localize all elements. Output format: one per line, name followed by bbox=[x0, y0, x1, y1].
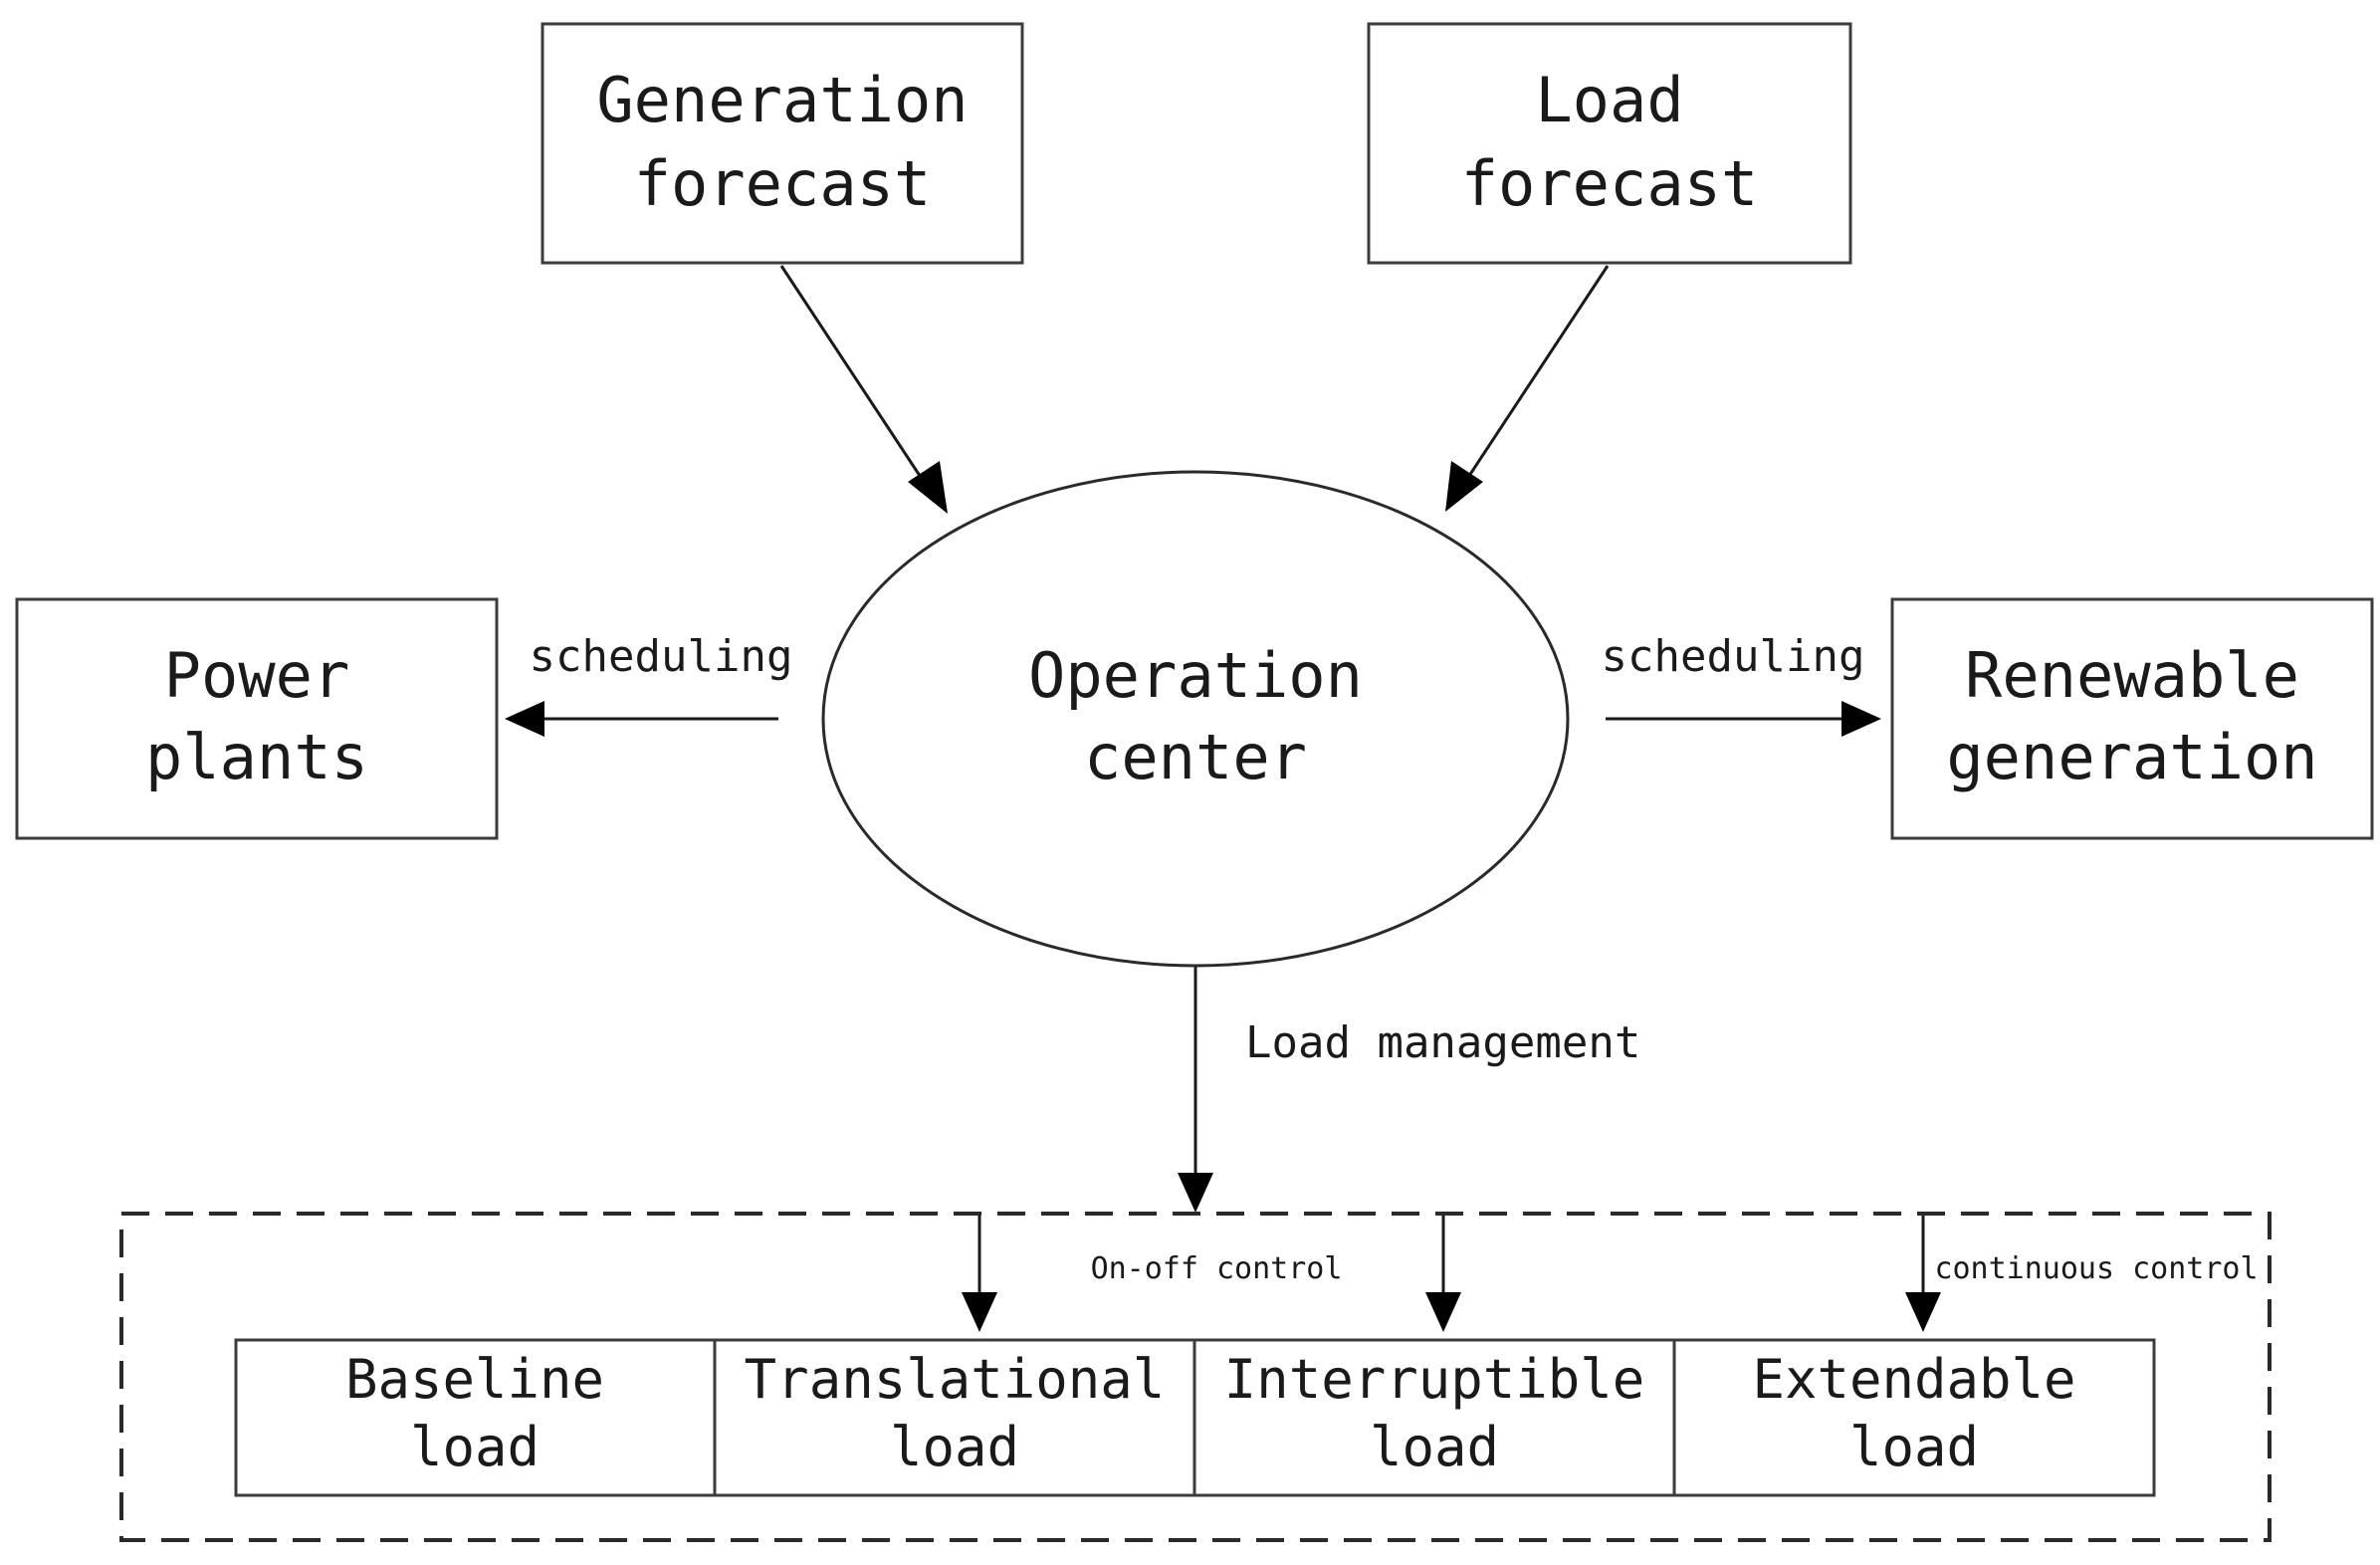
on-off-control-label: On-off control bbox=[1091, 1251, 1343, 1286]
power-plants-line2: plants bbox=[145, 721, 368, 793]
generation-forecast-line1: Generation bbox=[596, 64, 968, 136]
translational-load-node: Translational load bbox=[713, 1338, 1196, 1497]
interruptible-load-line2: load bbox=[1370, 1416, 1499, 1478]
arrow-generation-to-center bbox=[779, 265, 930, 489]
load-forecast-line2: forecast bbox=[1461, 147, 1759, 220]
translational-load-line2: load bbox=[890, 1416, 1019, 1478]
arrowhead-load-management bbox=[1178, 1173, 1213, 1213]
scheduling-right-label: scheduling bbox=[1602, 631, 1865, 682]
baseline-load-node: Baseline load bbox=[234, 1338, 717, 1497]
power-plants-node: Power plants bbox=[15, 597, 499, 840]
arrowhead-onoff-interruptible bbox=[1425, 1292, 1461, 1332]
operation-center-node: Operation center bbox=[821, 470, 1570, 968]
arrowhead-center-to-power-plants bbox=[505, 701, 544, 737]
baseline-load-line2: load bbox=[410, 1416, 540, 1478]
renewable-generation-node: Renewable generation bbox=[1890, 597, 2374, 840]
continuous-control-label: continuous control bbox=[1934, 1251, 2258, 1286]
arrowhead-onoff-translational bbox=[962, 1292, 997, 1332]
load-group-dashed-region bbox=[119, 1212, 2272, 1542]
arrowhead-load-forecast-to-center bbox=[1445, 461, 1483, 512]
renewable-generation-line1: Renewable bbox=[1965, 639, 2299, 712]
extendable-load-line1: Extendable bbox=[1752, 1348, 2075, 1411]
arrow-load-forecast-to-center bbox=[1461, 265, 1610, 486]
arrowhead-generation-to-center bbox=[908, 461, 948, 514]
generation-forecast-line2: forecast bbox=[634, 147, 932, 220]
renewable-generation-line2: generation bbox=[1946, 721, 2317, 793]
extendable-load-line2: load bbox=[1849, 1416, 1979, 1478]
interruptible-load-line1: Interruptible bbox=[1224, 1348, 1645, 1411]
extendable-load-node: Extendable load bbox=[1672, 1338, 2156, 1497]
load-forecast-node: Load forecast bbox=[1367, 22, 1852, 265]
operation-center-line2: center bbox=[1084, 721, 1307, 793]
operation-center-line1: Operation bbox=[1028, 639, 1363, 712]
arrowhead-continuous-extendable bbox=[1905, 1292, 1941, 1332]
generation-forecast-node: Generation forecast bbox=[541, 22, 1024, 265]
load-forecast-line1: Load bbox=[1535, 64, 1683, 136]
power-plants-line1: Power bbox=[164, 639, 350, 712]
load-management-label: Load management bbox=[1245, 1017, 1640, 1068]
scheduling-left-label: scheduling bbox=[530, 631, 793, 682]
translational-load-line1: Translational bbox=[745, 1348, 1166, 1411]
arrowhead-center-to-renewable bbox=[1841, 701, 1881, 737]
interruptible-load-node: Interruptible load bbox=[1192, 1338, 1676, 1497]
baseline-load-line1: Baseline bbox=[345, 1348, 604, 1411]
